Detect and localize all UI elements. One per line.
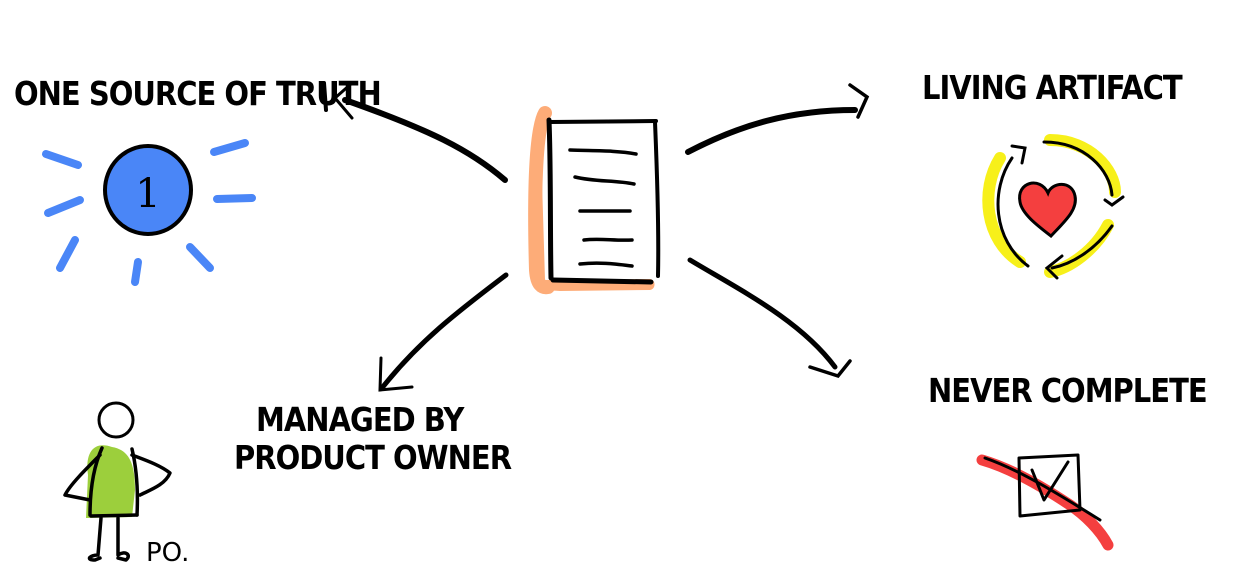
sun-one-icon: 1 [42, 139, 256, 286]
arrow-to-never-complete [687, 257, 852, 379]
arrow-to-managed-by [378, 272, 509, 392]
product-owner-initials: PO. [146, 538, 190, 568]
crossed-checkbox-icon [976, 453, 1114, 551]
label-living-artifact: LIVING ARTIFACT [922, 67, 1183, 107]
arrow-to-one-source [322, 81, 508, 183]
label-never-complete: NEVER COMPLETE [928, 370, 1208, 410]
product-owner-figure-icon [63, 401, 172, 562]
document-icon [528, 106, 661, 295]
label-managed-by-line1: MANAGED BY [256, 399, 464, 439]
sun-one-number: 1 [135, 171, 160, 217]
arrow-to-living-artifact [685, 83, 870, 155]
label-managed-by-line2: PRODUCT OWNER [234, 437, 512, 477]
label-one-source-of-truth: ONE SOURCE OF TRUTH [14, 73, 382, 113]
heart-cycle-icon [982, 134, 1125, 280]
